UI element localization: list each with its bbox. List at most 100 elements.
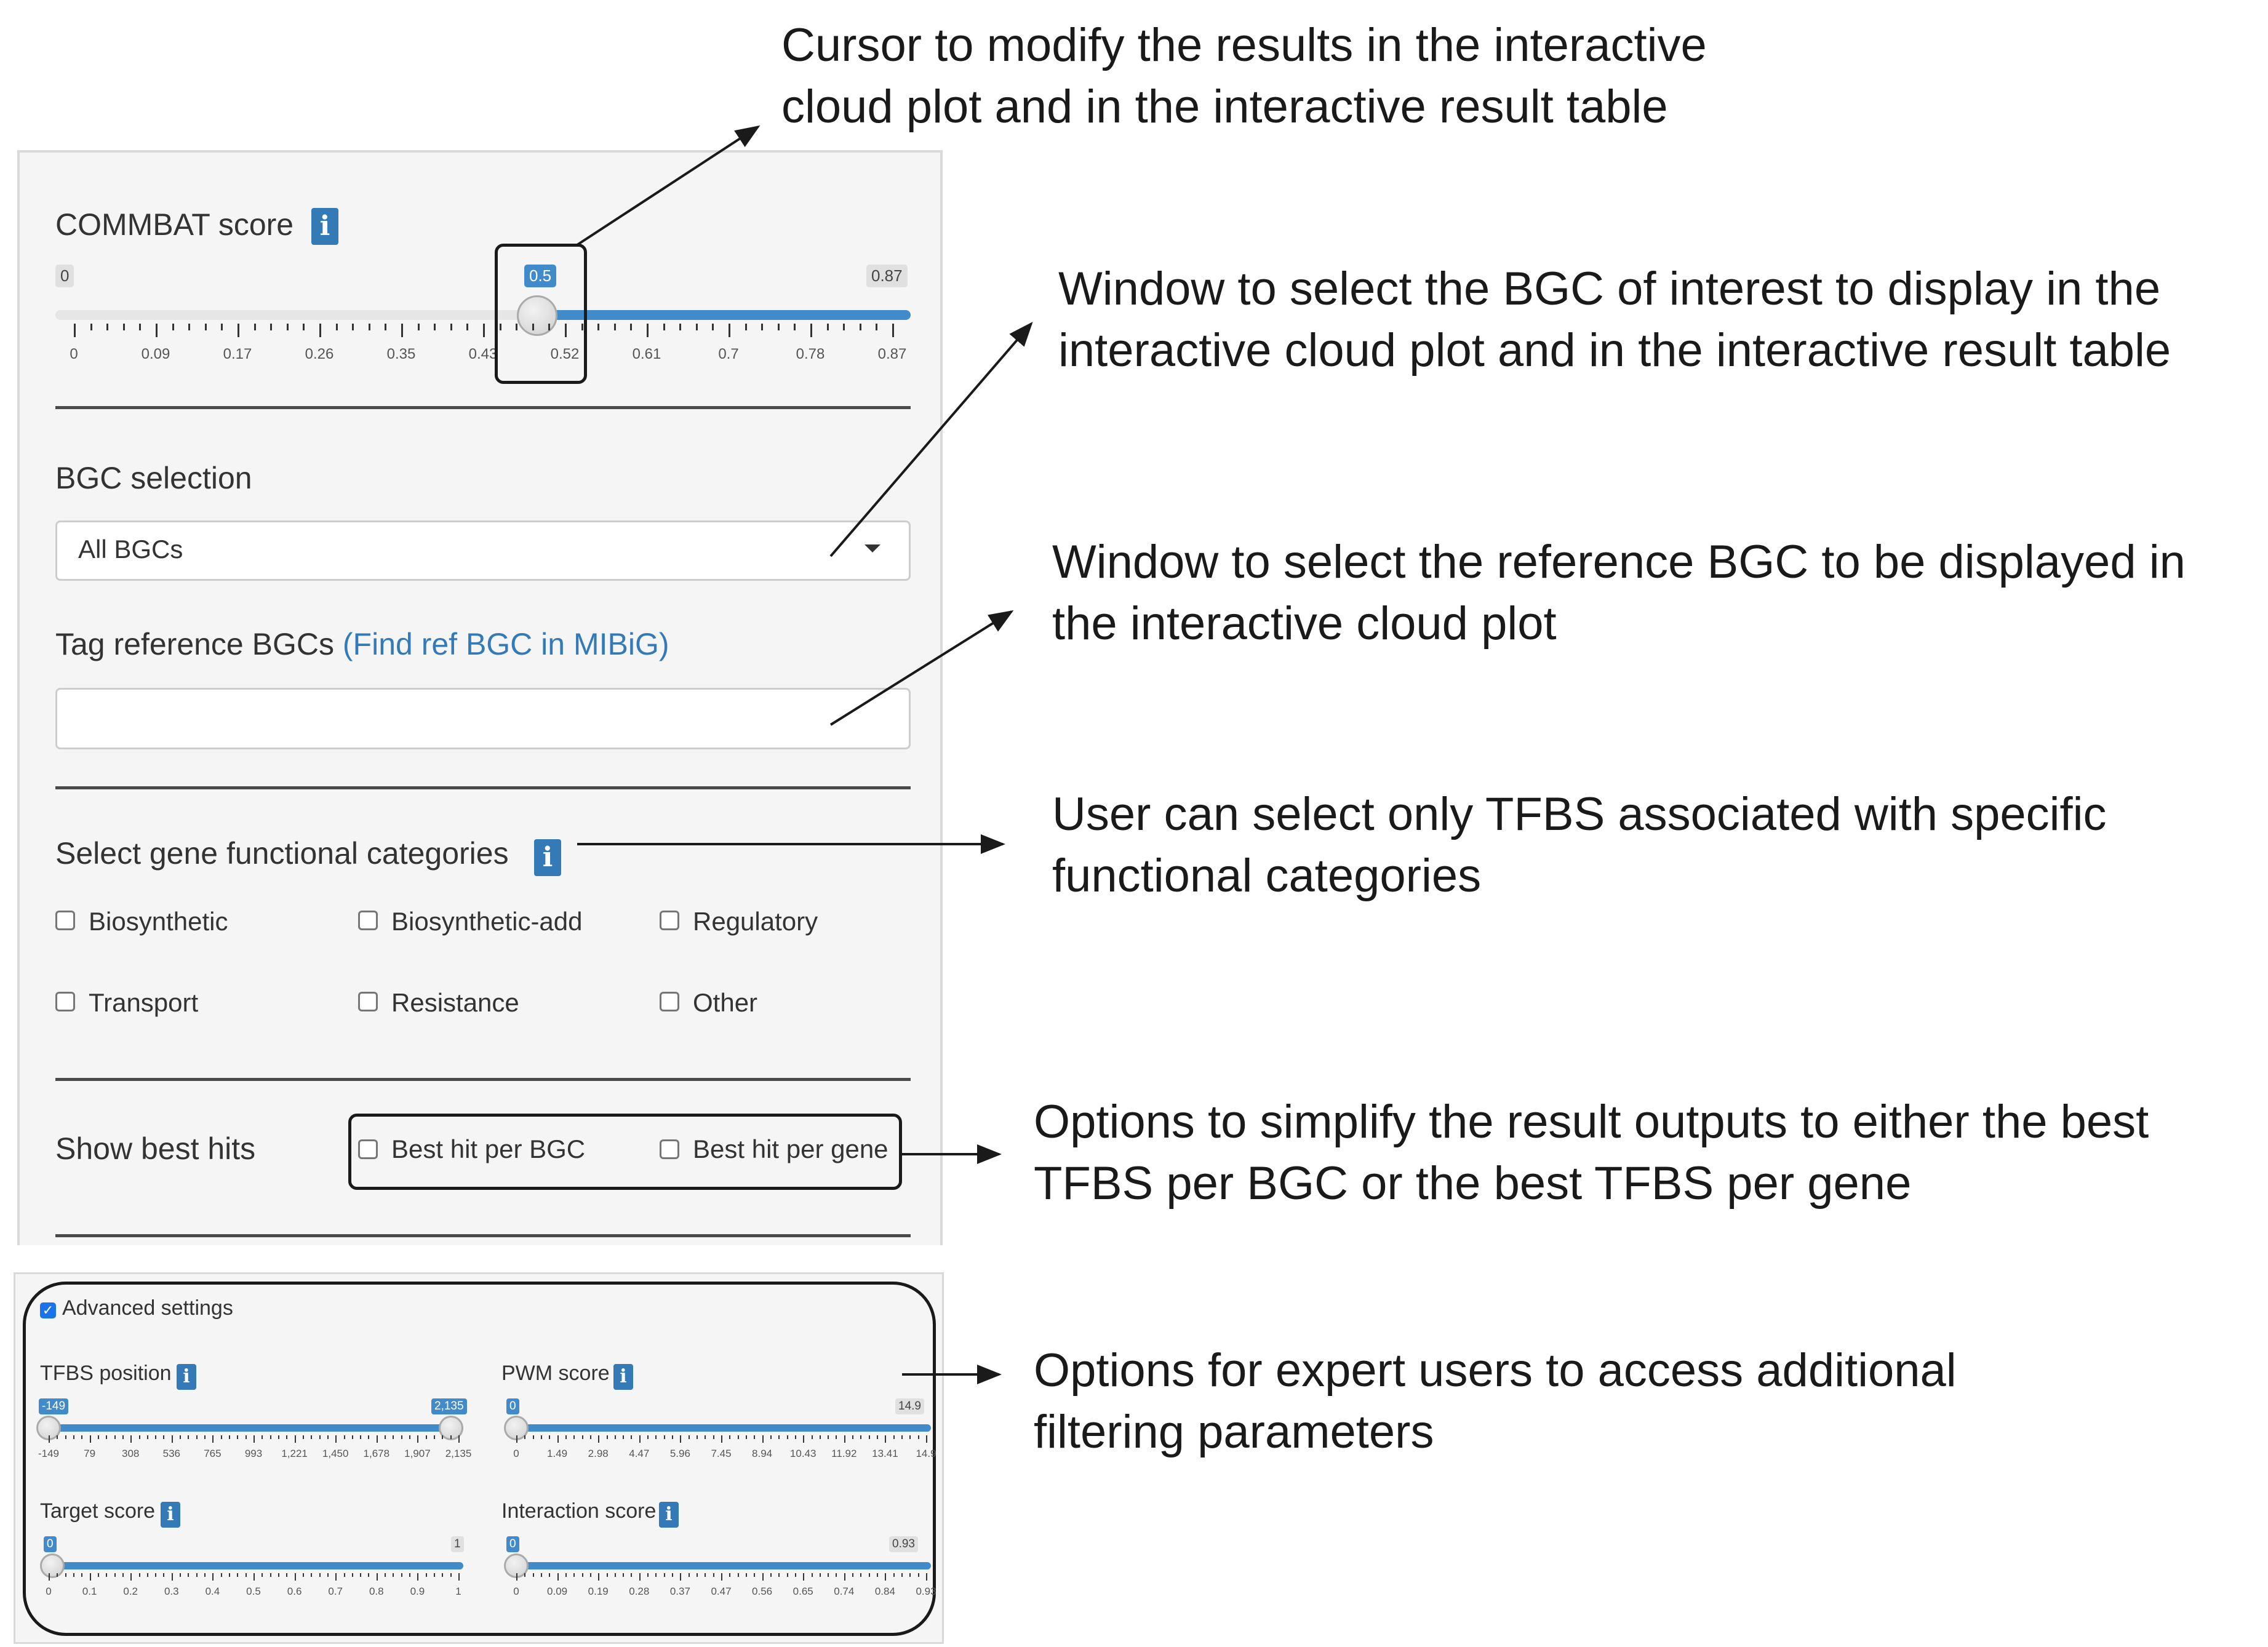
checkbox-biosynthetic[interactable] <box>55 911 75 930</box>
checkbox-regulatory[interactable] <box>660 911 679 930</box>
slider-minor-tick <box>335 324 338 330</box>
slider-minor-tick <box>81 1435 83 1439</box>
slider-minor-tick <box>311 1435 313 1439</box>
slider-major-tick <box>417 1573 419 1581</box>
annotation-cursor: Cursor to modify the results in the inte… <box>781 15 1707 138</box>
slider-major-tick <box>892 324 894 337</box>
slider-minor-tick <box>794 1435 796 1439</box>
slider-minor-tick <box>532 1435 534 1439</box>
slider-minor-tick <box>302 1435 304 1439</box>
slider-minor-tick <box>549 1573 551 1577</box>
slider-tick-label: 1 <box>455 1585 461 1597</box>
commbat-info-icon[interactable]: i <box>311 208 338 245</box>
interaction-score-slider-bar[interactable] <box>513 1562 931 1569</box>
slider-minor-tick <box>613 324 616 330</box>
slider-minor-tick <box>909 1573 911 1577</box>
slider-minor-tick <box>811 1573 813 1577</box>
target-score-handle[interactable] <box>40 1553 65 1578</box>
annotation-line: Window to select the BGC of interest to … <box>1058 263 2161 315</box>
checkbox-best-hit-per-gene[interactable] <box>660 1139 679 1159</box>
slider-minor-tick <box>754 1435 756 1439</box>
slider-tick-label: 1,221 <box>281 1448 308 1459</box>
slider-minor-tick <box>663 1435 665 1439</box>
highlight-commbat-handle <box>495 244 587 384</box>
slider-major-tick <box>885 1573 887 1581</box>
slider-tick-label: 0.5 <box>246 1585 261 1597</box>
checkbox-other[interactable] <box>660 992 679 1011</box>
checkbox-biosynthetic-add[interactable] <box>358 911 378 930</box>
slider-minor-tick <box>852 1435 854 1439</box>
annotation-line: filtering parameters <box>1034 1406 1434 1458</box>
slider-minor-tick <box>409 1435 411 1439</box>
slider-minor-tick <box>122 324 125 330</box>
slider-minor-tick <box>270 1573 271 1577</box>
slider-minor-tick <box>352 324 354 330</box>
slider-minor-tick <box>204 1435 206 1439</box>
slider-minor-tick <box>385 324 387 330</box>
slider-tick-label: 0.61 <box>632 346 661 362</box>
slider-minor-tick <box>188 324 191 330</box>
slider-tick-label: 79 <box>84 1448 96 1459</box>
slider-tick-label: 0.37 <box>669 1585 690 1597</box>
slider-minor-tick <box>745 1435 747 1439</box>
slider-minor-tick <box>442 1573 444 1577</box>
tag-reference-label: Tag reference BGCs (Find ref BGC in MIBi… <box>55 626 669 662</box>
slider-minor-tick <box>589 1435 591 1439</box>
slider-minor-tick <box>836 1573 837 1577</box>
bgc-selection-dropdown[interactable]: All BGCs <box>55 520 911 581</box>
slider-major-tick <box>557 1435 559 1443</box>
pwm-score-slider-bar[interactable] <box>513 1424 931 1432</box>
commbat-slider-handle[interactable] <box>517 295 557 336</box>
gene-categories-info-icon[interactable]: i <box>534 839 561 876</box>
slider-minor-tick <box>401 1573 402 1577</box>
target-score-max-label: 1 <box>451 1536 464 1552</box>
slider-major-tick <box>238 324 239 337</box>
slider-minor-tick <box>122 1573 124 1577</box>
commbat-slider-bar[interactable] <box>540 310 911 320</box>
tag-reference-input[interactable] <box>55 688 911 749</box>
checkbox-transport[interactable] <box>55 992 75 1011</box>
target-score-info-icon[interactable]: i <box>161 1502 180 1528</box>
slider-major-tick <box>74 324 76 337</box>
slider-major-tick <box>294 1573 296 1581</box>
slider-tick-label: 1,678 <box>363 1448 390 1459</box>
slider-major-tick <box>762 1573 764 1581</box>
slider-minor-tick <box>302 1573 304 1577</box>
checkbox-resistance[interactable] <box>358 992 378 1011</box>
slider-minor-tick <box>114 1435 116 1439</box>
interaction-score-info-icon[interactable]: i <box>659 1502 679 1528</box>
slider-minor-tick <box>343 1573 345 1577</box>
slider-minor-tick <box>778 1435 780 1439</box>
slider-major-tick <box>639 1573 641 1581</box>
slider-minor-tick <box>573 1435 575 1439</box>
pwm-score-info-icon[interactable]: i <box>613 1364 633 1390</box>
tfbs-position-slider-bar[interactable] <box>45 1424 463 1432</box>
slider-major-tick <box>680 1435 682 1443</box>
slider-minor-tick <box>548 324 551 330</box>
target-score-slider-bar[interactable] <box>45 1562 463 1569</box>
checkbox-best-hit-per-bgc[interactable] <box>358 1139 378 1159</box>
slider-major-tick <box>557 1573 559 1581</box>
slider-tick-label: 1,907 <box>404 1448 431 1459</box>
checkbox-label: Best hit per BGC <box>391 1135 586 1163</box>
advanced-settings-panel: ✓ Advanced settings TFBS position i -149… <box>14 1272 944 1644</box>
slider-tick-label: 0.8 <box>369 1585 384 1597</box>
arrow-reference-window <box>829 610 1014 726</box>
divider <box>55 406 911 409</box>
slider-major-tick <box>376 1435 378 1443</box>
slider-minor-tick <box>917 1435 919 1439</box>
slider-minor-tick <box>351 1573 353 1577</box>
slider-minor-tick <box>688 1435 690 1439</box>
slider-minor-tick <box>146 1573 148 1577</box>
slider-minor-tick <box>163 1435 165 1439</box>
annotation-line: interactive cloud plot and in the intera… <box>1058 324 2171 377</box>
tfbs-position-info-icon[interactable]: i <box>177 1364 196 1390</box>
slider-minor-tick <box>221 324 223 330</box>
checkbox-advanced-settings[interactable]: ✓ <box>40 1302 56 1318</box>
slider-minor-tick <box>705 1573 706 1577</box>
slider-tick-label: 0.2 <box>123 1585 138 1597</box>
tfbs-position-label: TFBS position <box>40 1362 172 1385</box>
slider-minor-tick <box>828 1435 829 1439</box>
find-ref-bgc-link[interactable]: (Find ref BGC in MIBiG) <box>342 627 669 661</box>
